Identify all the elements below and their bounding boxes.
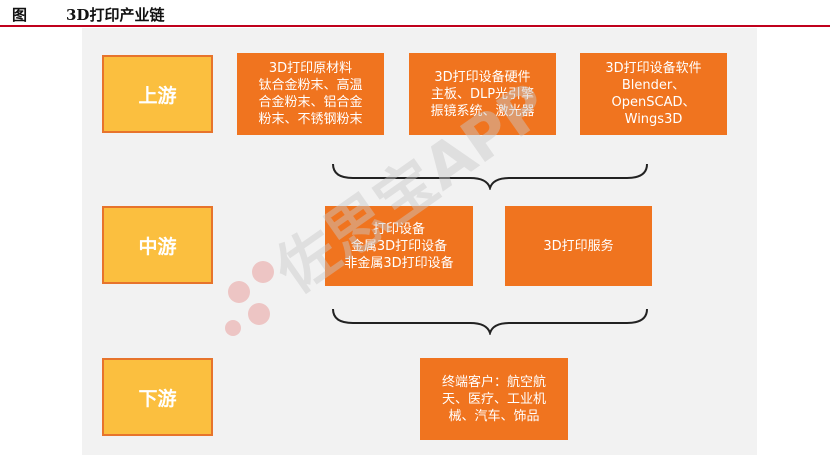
box-line: 非金属3D打印设备 (344, 255, 454, 271)
box-line: 3D打印原材料 (268, 61, 353, 76)
title-rule (0, 25, 830, 27)
box-line: Wings3D (624, 112, 683, 127)
box-line: 合金粉末、铝合金 (258, 95, 363, 110)
box-software: 3D打印设备软件 Blender、 OpenSCAD、 Wings3D (580, 53, 727, 135)
box-line: 3D打印服务 (543, 238, 614, 254)
stage-midstream-label: 中游 (138, 235, 177, 258)
box-printing-services: 3D打印服务 (505, 206, 652, 286)
box-line: OpenSCAD、 (611, 95, 696, 110)
figure-label: 图 (12, 6, 28, 24)
stage-downstream-label: 下游 (138, 387, 177, 410)
box-line: 3D打印设备软件 (605, 61, 702, 76)
stage-downstream: 下游 (102, 358, 213, 436)
box-line: 主板、DLP光引擎 (430, 86, 535, 102)
box-line: 钛合金粉末、高温 (258, 78, 363, 93)
box-line: 振镜系统、激光器 (430, 103, 535, 119)
box-line: 粉末、不锈钢粉末 (258, 112, 363, 127)
stage-upstream-label: 上游 (138, 84, 177, 107)
box-line: 终端客户：航空航 (441, 374, 546, 390)
box-line: Blender、 (621, 78, 686, 93)
box-line: 械、汽车、饰品 (448, 408, 540, 424)
box-hardware: 3D打印设备硬件 主板、DLP光引擎 振镜系统、激光器 (409, 53, 556, 135)
box-printing-equipment: 打印设备 金属3D打印设备 非金属3D打印设备 (325, 206, 473, 286)
box-line: 3D打印设备硬件 (434, 69, 531, 85)
figure-title: 3D打印产业链 (66, 6, 165, 24)
stage-midstream: 中游 (102, 206, 213, 284)
box-line: 天、医疗、工业机 (441, 391, 546, 407)
box-line: 打印设备 (372, 221, 425, 237)
box-line: 金属3D打印设备 (350, 238, 448, 254)
brace-midstream-to-downstream (332, 308, 648, 335)
box-end-customers: 终端客户：航空航 天、医疗、工业机 械、汽车、饰品 (420, 358, 568, 440)
stage-upstream: 上游 (102, 55, 213, 133)
brace-upstream-to-midstream (332, 163, 648, 190)
box-raw-materials: 3D打印原材料 钛合金粉末、高温 合金粉末、铝合金 粉末、不锈钢粉末 (237, 53, 384, 135)
